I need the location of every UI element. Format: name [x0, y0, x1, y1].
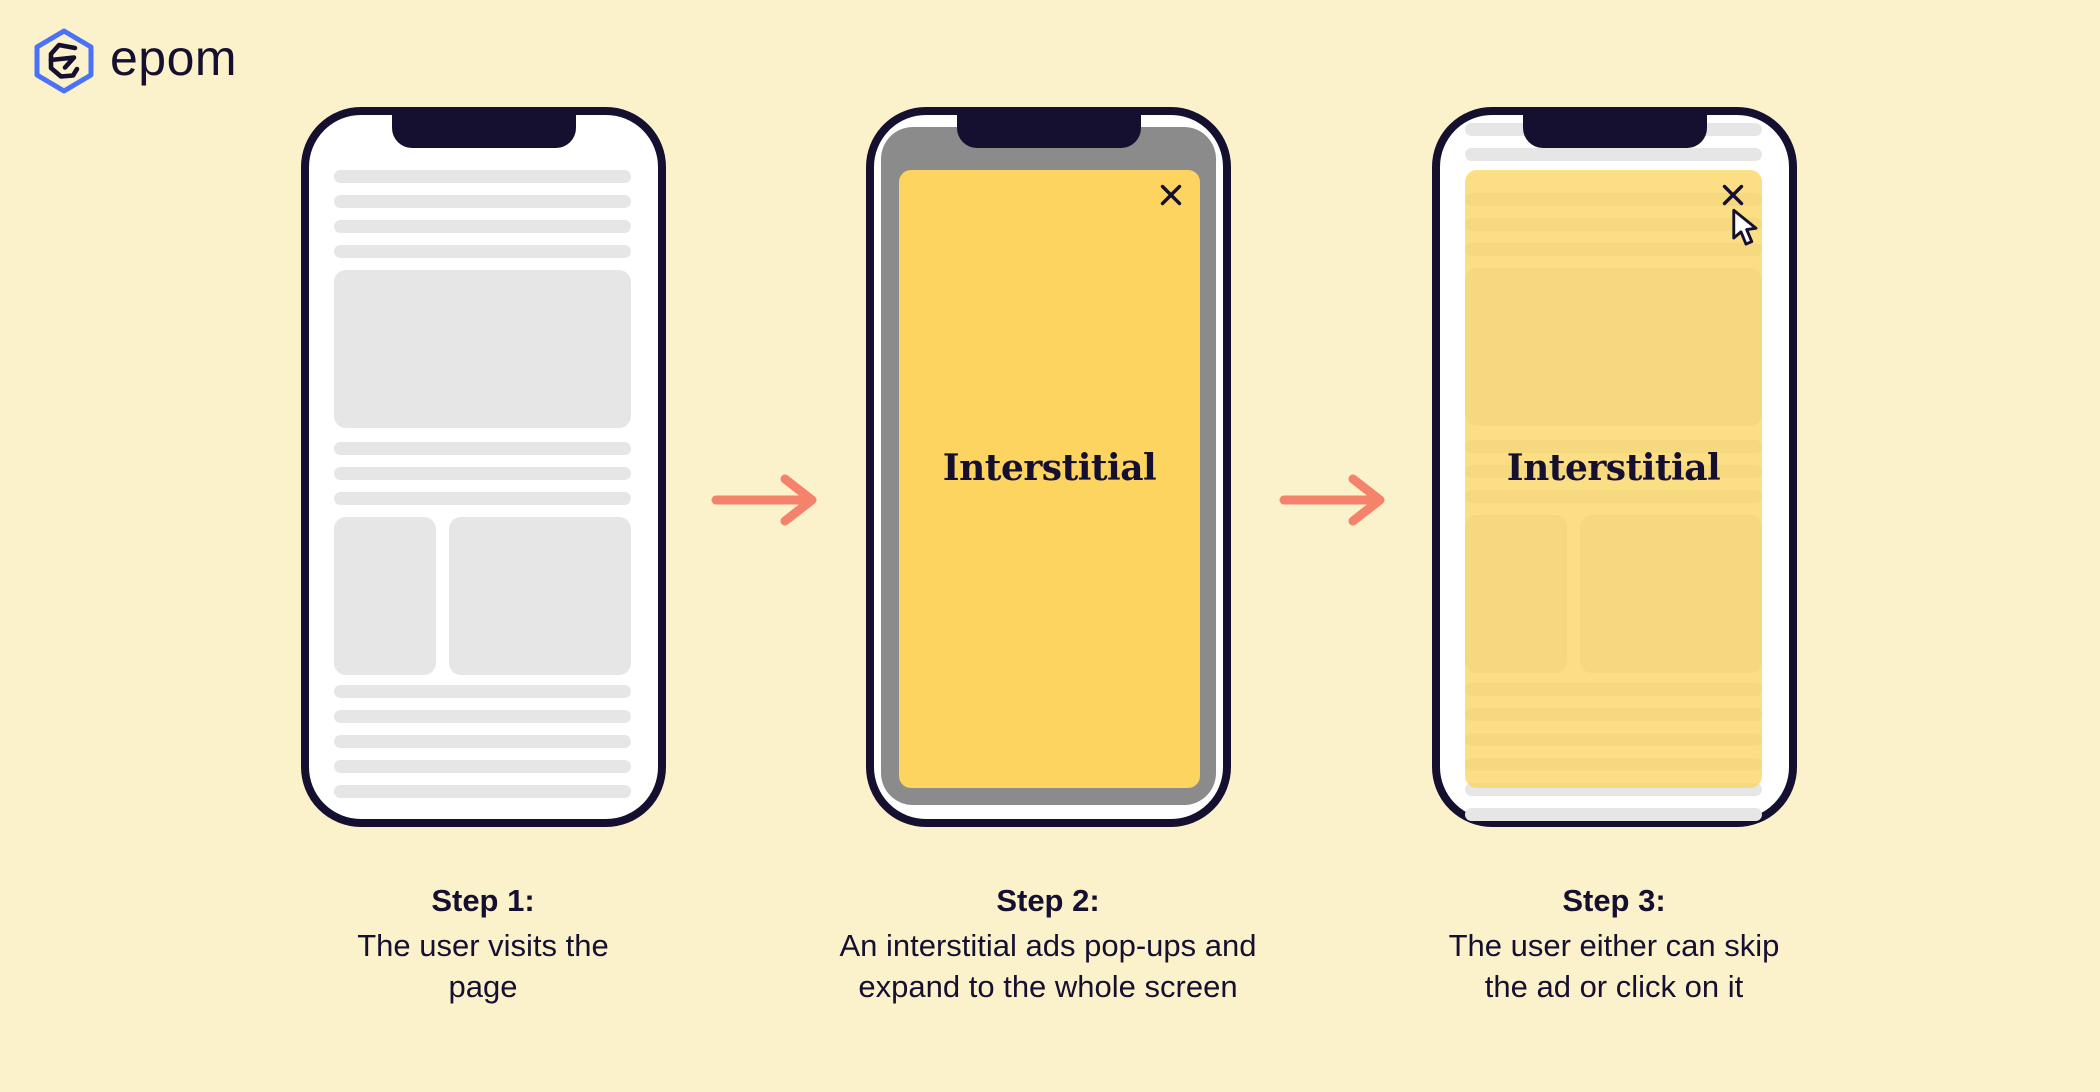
placeholder-card: [449, 517, 631, 675]
flow-right-arrow-icon: [1279, 474, 1385, 526]
step-3-description: The user either can skip the ad or click…: [1334, 925, 1894, 1007]
step-caption-3: Step 3: The user either can skip the ad …: [1334, 882, 1894, 1007]
flow-right-arrow-icon: [711, 474, 817, 526]
placeholder-line: [1465, 148, 1762, 161]
step-2-label: Step 2:: [996, 883, 1100, 918]
phone-notch: [391, 113, 576, 148]
placeholder-line: [334, 245, 631, 258]
close-button[interactable]: [1159, 183, 1183, 207]
phone-notch: [1522, 113, 1707, 148]
step-2-description-line-1: An interstitial ads pop-ups and: [839, 928, 1257, 963]
step-1-description: The user visits the page: [203, 925, 763, 1007]
step-caption-2: Step 2: An interstitial ads pop-ups and …: [768, 882, 1328, 1007]
placeholder-line: [334, 442, 631, 455]
step-3-description-line-1: The user either can skip: [1448, 928, 1780, 963]
phone-notch: [956, 113, 1141, 148]
epom-logo: epom: [33, 28, 237, 94]
step-1-description-line-1: The user visits the: [357, 928, 609, 963]
mouse-cursor-icon: [1732, 208, 1758, 246]
placeholder-line: [334, 710, 631, 723]
step-2-description-line-2: expand to the whole screen: [858, 969, 1238, 1004]
interstitial-ad-title: Interstitial: [1506, 447, 1721, 489]
webpage-skeleton: [334, 170, 631, 810]
placeholder-line: [334, 685, 631, 698]
step-2-description: An interstitial ads pop-ups and expand t…: [768, 925, 1328, 1007]
placeholder-line: [334, 785, 631, 798]
placeholder-line: [334, 760, 631, 773]
phone-mockup-step-2: Interstitial: [866, 107, 1231, 827]
placeholder-line: [334, 220, 631, 233]
placeholder-line: [334, 170, 631, 183]
phone-mockup-step-3: Interstitial: [1432, 107, 1797, 827]
dimmed-page-background: Interstitial: [881, 127, 1216, 805]
close-button[interactable]: [1721, 183, 1745, 207]
placeholder-line: [334, 467, 631, 480]
placeholder-line: [1465, 808, 1762, 821]
close-icon: [1160, 184, 1182, 206]
interstitial-ad-title: Interstitial: [942, 447, 1157, 489]
placeholder-card: [334, 517, 436, 675]
interstitial-ad-overlay: Interstitial: [1465, 170, 1762, 788]
placeholder-line: [334, 735, 631, 748]
step-caption-1: Step 1: The user visits the page: [203, 882, 763, 1007]
placeholder-line: [334, 492, 631, 505]
placeholder-card-row: [334, 517, 631, 675]
step-3-description-line-2: the ad or click on it: [1484, 969, 1744, 1004]
close-icon: [1722, 184, 1744, 206]
step-3-label: Step 3:: [1562, 883, 1666, 918]
interstitial-ad-panel: Interstitial: [899, 170, 1200, 788]
phone-mockup-step-1: [301, 107, 666, 827]
step-1-label: Step 1:: [431, 883, 535, 918]
placeholder-line: [334, 195, 631, 208]
epom-logo-mark-hexagon-icon: [34, 28, 94, 94]
epom-wordmark: epom: [110, 30, 238, 86]
step-1-description-line-2: page: [448, 969, 518, 1004]
placeholder-image-block: [334, 270, 631, 428]
